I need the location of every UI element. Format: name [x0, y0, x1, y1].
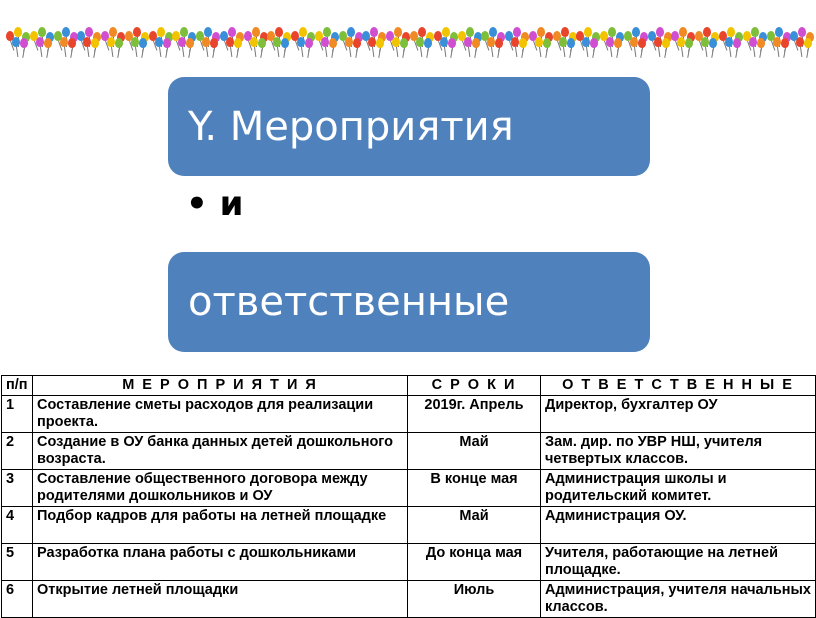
row-number: 1 — [1, 395, 33, 433]
balloon-icon — [408, 25, 435, 58]
balloon-icon — [574, 25, 601, 58]
column-header-events: М Е Р О П Р И Я Т И Я — [32, 375, 408, 396]
bullet-icon: • — [186, 184, 208, 224]
table-header-row: п/п М Е Р О П Р И Я Т И Я С Р О К И О Т … — [1, 375, 816, 396]
row-responsible: Администрация школы и родительский комит… — [540, 469, 816, 507]
row-term: Май — [407, 432, 541, 470]
table-row: 5 Разработка плана работы с дошкольникам… — [1, 543, 816, 581]
table-row: 4 Подбор кадров для работы на летней пло… — [1, 506, 816, 544]
row-responsible: Администрация, учителя начальных классов… — [540, 580, 816, 618]
balloon-icon — [337, 25, 363, 58]
balloon-icon — [765, 25, 791, 58]
row-number: 5 — [1, 543, 33, 581]
row-term: Июль — [407, 580, 541, 618]
balloon-icon — [527, 25, 553, 58]
balloon-icon — [551, 25, 577, 58]
balloon-icon — [646, 25, 672, 58]
balloon-icon — [669, 25, 696, 58]
row-event: Подбор кадров для работы на летней площа… — [32, 506, 408, 544]
row-term: В конце мая — [407, 469, 541, 507]
row-responsible: Администрация ОУ. — [540, 506, 816, 544]
balloon-icon — [218, 25, 244, 58]
balloon-icon — [170, 25, 197, 58]
balloon-icon — [479, 25, 506, 58]
table-row: 2 Создание в ОУ банка данных детей дошко… — [1, 432, 816, 470]
balloon-icon — [598, 25, 625, 58]
row-event: Разработка плана работы с дошкольниками — [32, 543, 408, 581]
row-number: 3 — [1, 469, 33, 507]
row-number: 6 — [1, 580, 33, 618]
bullet-text: и — [219, 184, 244, 224]
row-event: Создание в ОУ банка данных детей дошколь… — [32, 432, 408, 470]
balloon-icon — [4, 25, 30, 58]
balloon-icon — [456, 25, 482, 58]
page-title: Y. Мероприятия — [188, 103, 514, 150]
row-event: Составление общественного договора между… — [32, 469, 408, 507]
row-responsible: Директор, бухгалтер ОУ — [540, 395, 816, 433]
balloon-icon — [242, 25, 268, 58]
balloon-icon — [432, 25, 458, 58]
column-header-terms: С Р О К И — [407, 375, 541, 396]
row-number: 2 — [1, 432, 33, 470]
row-responsible: Учителя, работающие на летней площадке. — [540, 543, 816, 581]
column-header-number: п/п — [1, 375, 33, 396]
row-term: До конца мая — [407, 543, 541, 581]
balloon-icon — [717, 25, 743, 58]
balloon-border — [0, 22, 816, 58]
title-banner: Y. Мероприятия — [168, 77, 650, 176]
balloon-icon — [313, 25, 339, 58]
balloon-icon — [194, 25, 221, 58]
table-row: 1 Составление сметы расходов для реализа… — [1, 395, 816, 433]
balloon-icon — [28, 25, 54, 58]
balloon-icon — [123, 25, 149, 58]
balloon-icon — [622, 25, 648, 58]
balloon-icon — [289, 25, 316, 58]
table-row: 6 Открытие летней площадки Июль Админист… — [1, 580, 816, 618]
balloon-icon — [788, 25, 815, 58]
events-table: п/п М Е Р О П Р И Я Т И Я С Р О К И О Т … — [1, 375, 816, 618]
balloon-icon — [384, 25, 411, 58]
balloon-icon — [99, 25, 126, 58]
balloon-icon — [693, 25, 720, 58]
balloon-icon — [147, 25, 173, 58]
row-responsible: Зам. дир. по УВР НШ, учителя четвертых к… — [540, 432, 816, 470]
row-number: 4 — [1, 506, 33, 544]
row-term: Май — [407, 506, 541, 544]
row-event: Составление сметы расходов для реализаци… — [32, 395, 408, 433]
row-event: Открытие летней площадки — [32, 580, 408, 618]
balloon-icon — [265, 25, 292, 58]
balloon-icon — [52, 25, 78, 58]
column-header-responsible: О Т В Е Т С Т В Е Н Н Ы Е — [540, 375, 816, 396]
row-term: 2019г. Апрель — [407, 395, 541, 433]
balloon-icon — [75, 25, 102, 58]
balloon-icon — [360, 25, 387, 58]
balloon-icon — [503, 25, 530, 58]
page-subtitle: ответственные — [188, 279, 510, 325]
bullet-line: • и — [186, 184, 243, 224]
table-row: 3 Составление общественного договора меж… — [1, 469, 816, 507]
balloon-icon — [741, 25, 767, 58]
subtitle-banner: ответственные — [168, 252, 650, 352]
